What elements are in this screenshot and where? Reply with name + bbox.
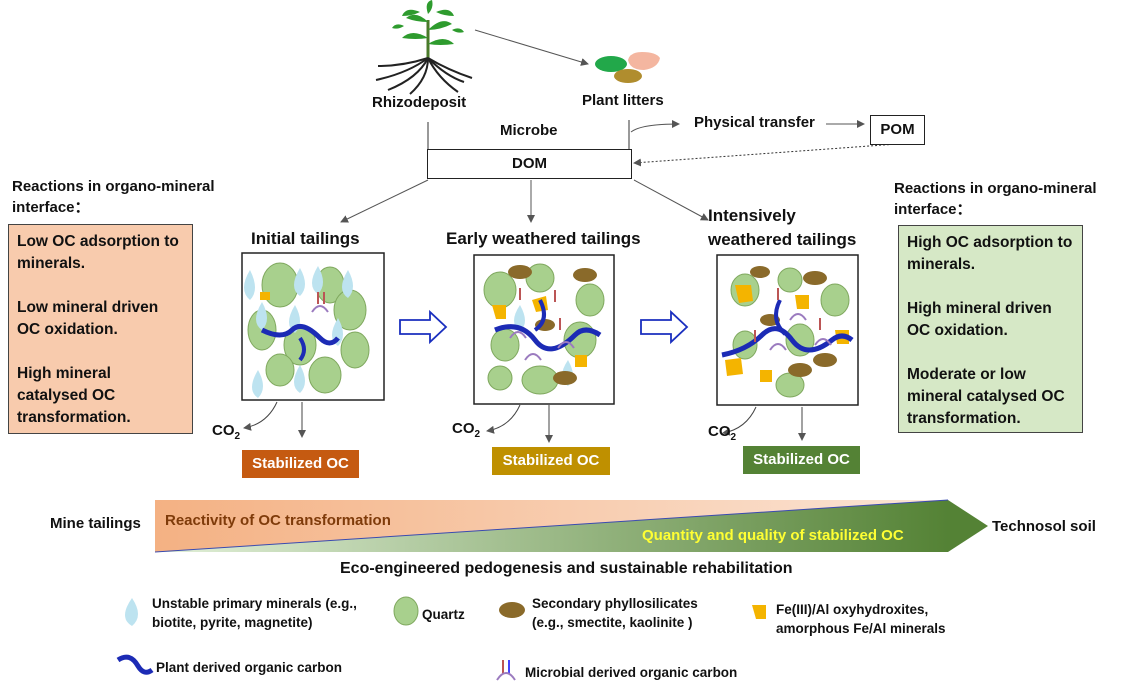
microbe-label: Microbe — [500, 122, 558, 139]
plant-litters-icon — [595, 52, 660, 83]
pom-box: POM — [870, 115, 925, 145]
plant-icon — [375, 0, 473, 95]
left-item-1: Low OC adsorption to minerals. — [17, 233, 179, 272]
co2-label-3: CO2 — [708, 423, 737, 443]
reactivity-label: Reactivity of OC transformation — [165, 512, 391, 529]
mine-tailings-label: Mine tailings — [50, 515, 141, 532]
phyllosilicate-icon — [499, 602, 525, 618]
right-item-2: High mineral driven OC oxidation. — [907, 300, 1052, 339]
left-item-2: Low mineral driven OC oxidation. — [17, 299, 159, 338]
physical-transfer-label: Physical transfer — [694, 114, 815, 131]
right-item-1: High OC adsorption to minerals. — [907, 234, 1073, 273]
quartz-icon — [393, 596, 419, 626]
left-item-3: High mineral catalysed OC transformation… — [17, 365, 131, 426]
left-panel-heading: Reactions in organo-mineral interface： — [12, 178, 215, 216]
early-weathered-minerals — [483, 263, 605, 395]
stabilized-oc-1: Stabilized OC — [242, 450, 359, 478]
dom-box: DOM — [427, 149, 632, 179]
right-reactions-box: High OC adsorption to minerals. High min… — [898, 225, 1083, 433]
gradient-arrow — [154, 499, 988, 553]
plant-litters-label: Plant litters — [582, 92, 664, 109]
legend-fe-label: Fe(III)/Al oxyhydroxites,amorphous Fe/Al… — [776, 602, 946, 636]
legend-secondary-label: Secondary phyllosilicates(e.g., smectite… — [532, 596, 698, 630]
dom-label: DOM — [512, 155, 547, 172]
left-reactions-box: Low OC adsorption to minerals. Low miner… — [8, 224, 193, 434]
legend-unstable-label: Unstable primary minerals (e.g.,biotite,… — [152, 596, 357, 630]
plant-oc-icon — [116, 654, 154, 675]
stage-2-title: Early weathered tailings — [446, 229, 641, 248]
stage-3-title: Intensively weathered tailings — [708, 206, 857, 249]
stage-progress-arrows — [399, 309, 689, 345]
stabilized-oc-2: Stabilized OC — [492, 447, 610, 475]
quantity-quality-label: Quantity and quality of stabilized OC — [642, 527, 904, 544]
stabilized-oc-3: Stabilized OC — [743, 446, 860, 474]
fe-al-icon — [752, 605, 766, 619]
legend-plant-oc-label: Plant derived organic carbon — [156, 660, 343, 675]
co2-label-1: CO2 — [212, 422, 241, 442]
right-item-3: Moderate or low mineral catalysed OC tra… — [907, 366, 1065, 427]
stage-1-title: Initial tailings — [251, 229, 360, 248]
legend-icons — [116, 596, 766, 681]
microbial-oc-icon — [496, 660, 516, 681]
technosol-soil-label: Technosol soil — [992, 518, 1096, 535]
legend-microbial-oc-label: Microbial derived organic carbon — [525, 665, 738, 680]
gradient-caption: Eco-engineered pedogenesis and sustainab… — [340, 560, 793, 577]
pom-label: POM — [880, 121, 915, 138]
initial-tailings-minerals — [244, 262, 370, 398]
right-panel-heading: Reactions in organo-mineral interface： — [894, 180, 1097, 218]
legend-quartz-label: Quartz — [422, 607, 465, 622]
intense-weathered-minerals — [721, 266, 854, 398]
unstable-mineral-icon — [125, 598, 138, 626]
co2-label-2: CO2 — [452, 420, 481, 440]
rhizodeposit-label: Rhizodeposit — [372, 94, 467, 111]
